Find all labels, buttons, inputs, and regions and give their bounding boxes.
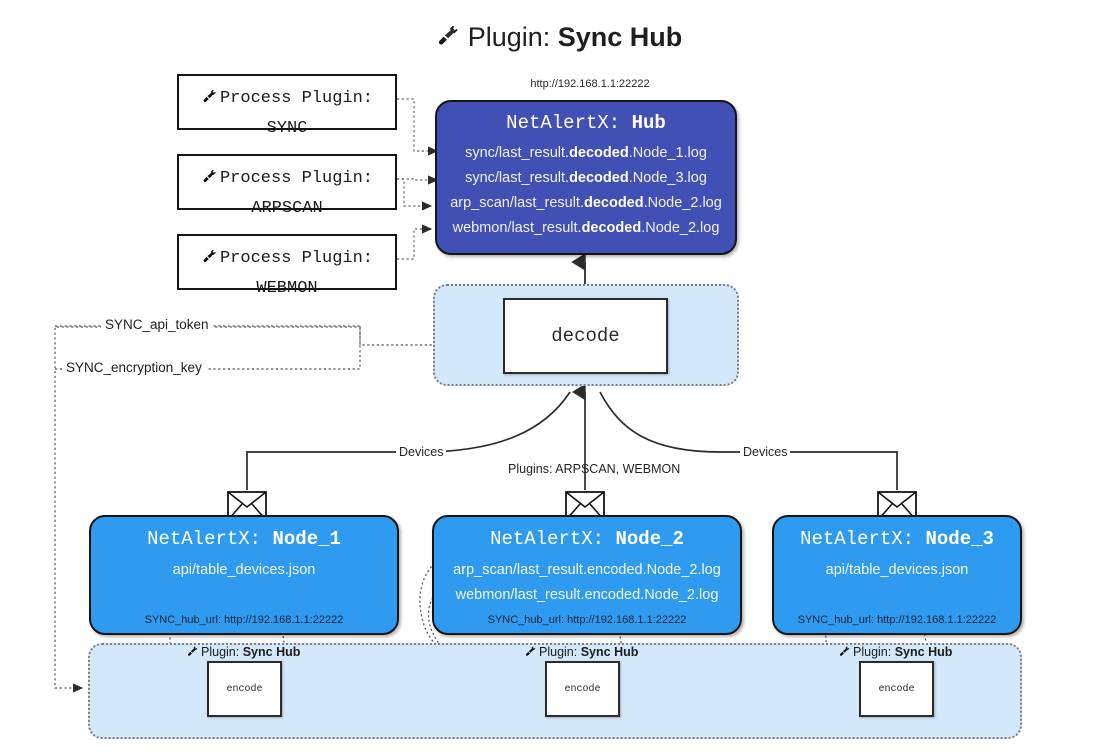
hub-node[interactable]: NetAlertX: Hub sync/last_result.decoded.… xyxy=(435,100,737,255)
hub-title-name: Hub xyxy=(631,112,666,134)
encode-box-node3[interactable]: encode xyxy=(859,661,934,717)
encoder-tag-label: Plugin: xyxy=(201,645,240,659)
log-post: .Node_2.log xyxy=(641,220,720,236)
page-title-value: Sync Hub xyxy=(557,22,683,52)
plug-icon xyxy=(201,88,218,115)
edge-label-devices-left: Devices xyxy=(396,445,447,459)
node-title: NetAlertX: Node_2 xyxy=(434,528,740,550)
log-mid: decoded xyxy=(569,145,629,161)
encoder-tag-label: Plugin: xyxy=(853,645,892,659)
node-line: api/table_devices.json xyxy=(172,562,316,578)
process-plugin-name: ARPSCAN xyxy=(251,199,323,218)
log-pre: webmon/last_result. xyxy=(452,220,582,236)
page-title: Plugin: Sync Hub xyxy=(0,16,1117,61)
page-title-label: Plugin: xyxy=(467,22,551,52)
node-footer: SYNC_hub_url: http://192.168.1.1:22222 xyxy=(487,614,687,626)
log-post: .Node_2.log xyxy=(643,195,722,211)
node-line-list: api/table_devices.json xyxy=(91,558,397,583)
node-line-list: api/table_devices.json xyxy=(774,558,1020,583)
encoder-tag-node2: Plugin: Sync Hub xyxy=(524,645,638,661)
node-title-prefix: NetAlertX: xyxy=(800,528,915,550)
log-mid: decoded xyxy=(569,170,629,186)
process-plugin-box-arpscan[interactable]: Process Plugin: ARPSCAN xyxy=(177,154,397,218)
node-box-node3[interactable]: NetAlertX: Node_3 api/table_devices.json… xyxy=(772,515,1022,635)
hub-log-row: arp_scan/last_result.decoded.Node_2.log xyxy=(437,191,735,216)
secret-label-encryption-key: SYNC_encryption_key xyxy=(62,360,206,375)
plug-icon xyxy=(524,645,537,661)
node-line: api/table_devices.json xyxy=(825,562,969,578)
node-title-prefix: NetAlertX: xyxy=(490,528,605,550)
node-title-prefix: NetAlertX: xyxy=(147,528,262,550)
encode-box-node1[interactable]: encode xyxy=(207,661,282,717)
node-box-node1[interactable]: NetAlertX: Node_1 api/table_devices.json… xyxy=(89,515,399,635)
log-mid: decoded xyxy=(583,195,644,211)
log-post: .Node_3.log xyxy=(628,170,707,186)
process-plugin-box-webmon[interactable]: Process Plugin: WEBMON xyxy=(177,234,397,298)
hub-log-row: webmon/last_result.decoded.Node_2.log xyxy=(437,216,735,241)
encoder-tag-value: Sync Hub xyxy=(242,645,301,659)
encoder-tag-label: Plugin: xyxy=(539,645,578,659)
hub-url-label: http://192.168.1.1:22222 xyxy=(530,78,650,90)
hub-log-list: sync/last_result.decoded.Node_1.log sync… xyxy=(437,141,735,241)
encoder-tag-value: Sync Hub xyxy=(894,645,953,659)
plug-icon xyxy=(435,19,461,61)
hub-log-row: sync/last_result.decoded.Node_3.log xyxy=(437,166,735,191)
plug-icon xyxy=(186,645,199,661)
process-plugin-name: WEBMON xyxy=(256,279,318,298)
plug-icon xyxy=(201,248,218,275)
encode-box-node2[interactable]: encode xyxy=(545,661,620,717)
log-post: .Node_1.log xyxy=(628,145,707,161)
node-footer: SYNC_hub_url: http://192.168.1.1:22222 xyxy=(797,614,997,626)
decode-box[interactable]: decode xyxy=(503,298,668,374)
plug-icon xyxy=(838,645,851,661)
edge-label-plugins: Plugins: ARPSCAN, WEBMON xyxy=(508,462,681,476)
encoder-tag-value: Sync Hub xyxy=(580,645,639,659)
encoder-tag-node3: Plugin: Sync Hub xyxy=(838,645,952,661)
process-plugin-label: Process Plugin: xyxy=(219,169,374,188)
log-pre: sync/last_result. xyxy=(465,170,570,186)
node-line: arp_scan/last_result.encoded.Node_2.log xyxy=(453,562,721,578)
process-plugin-label: Process Plugin: xyxy=(219,249,374,268)
plug-icon xyxy=(201,168,218,195)
node-title: NetAlertX: Node_1 xyxy=(91,528,397,550)
node-title-name: Node_3 xyxy=(925,528,994,550)
node-footer: SYNC_hub_url: http://192.168.1.1:22222 xyxy=(144,614,344,626)
encoder-tag-node1: Plugin: Sync Hub xyxy=(186,645,300,661)
hub-title: NetAlertX: Hub xyxy=(437,112,735,134)
node-title-name: Node_2 xyxy=(615,528,684,550)
node-box-node2[interactable]: NetAlertX: Node_2 arp_scan/last_result.e… xyxy=(432,515,742,635)
secret-label-api-token: SYNC_api_token xyxy=(101,317,213,332)
log-mid: decoded xyxy=(581,220,642,236)
process-plugin-box-sync[interactable]: Process Plugin: SYNC xyxy=(177,74,397,138)
log-pre: sync/last_result. xyxy=(465,145,570,161)
plugin-to-hub-connectors xyxy=(397,98,439,260)
process-plugin-label: Process Plugin: xyxy=(219,89,374,108)
node-line-list: arp_scan/last_result.encoded.Node_2.log … xyxy=(434,558,740,608)
process-plugin-name: SYNC xyxy=(266,119,308,138)
log-pre: arp_scan/last_result. xyxy=(450,195,584,211)
node-line: webmon/last_result.encoded.Node_2.log xyxy=(455,587,719,603)
edge-label-devices-right: Devices xyxy=(740,445,791,459)
hub-log-row: sync/last_result.decoded.Node_1.log xyxy=(437,141,735,166)
node-title: NetAlertX: Node_3 xyxy=(774,528,1020,550)
node-title-name: Node_1 xyxy=(272,528,341,550)
hub-title-prefix: NetAlertX: xyxy=(506,112,621,134)
